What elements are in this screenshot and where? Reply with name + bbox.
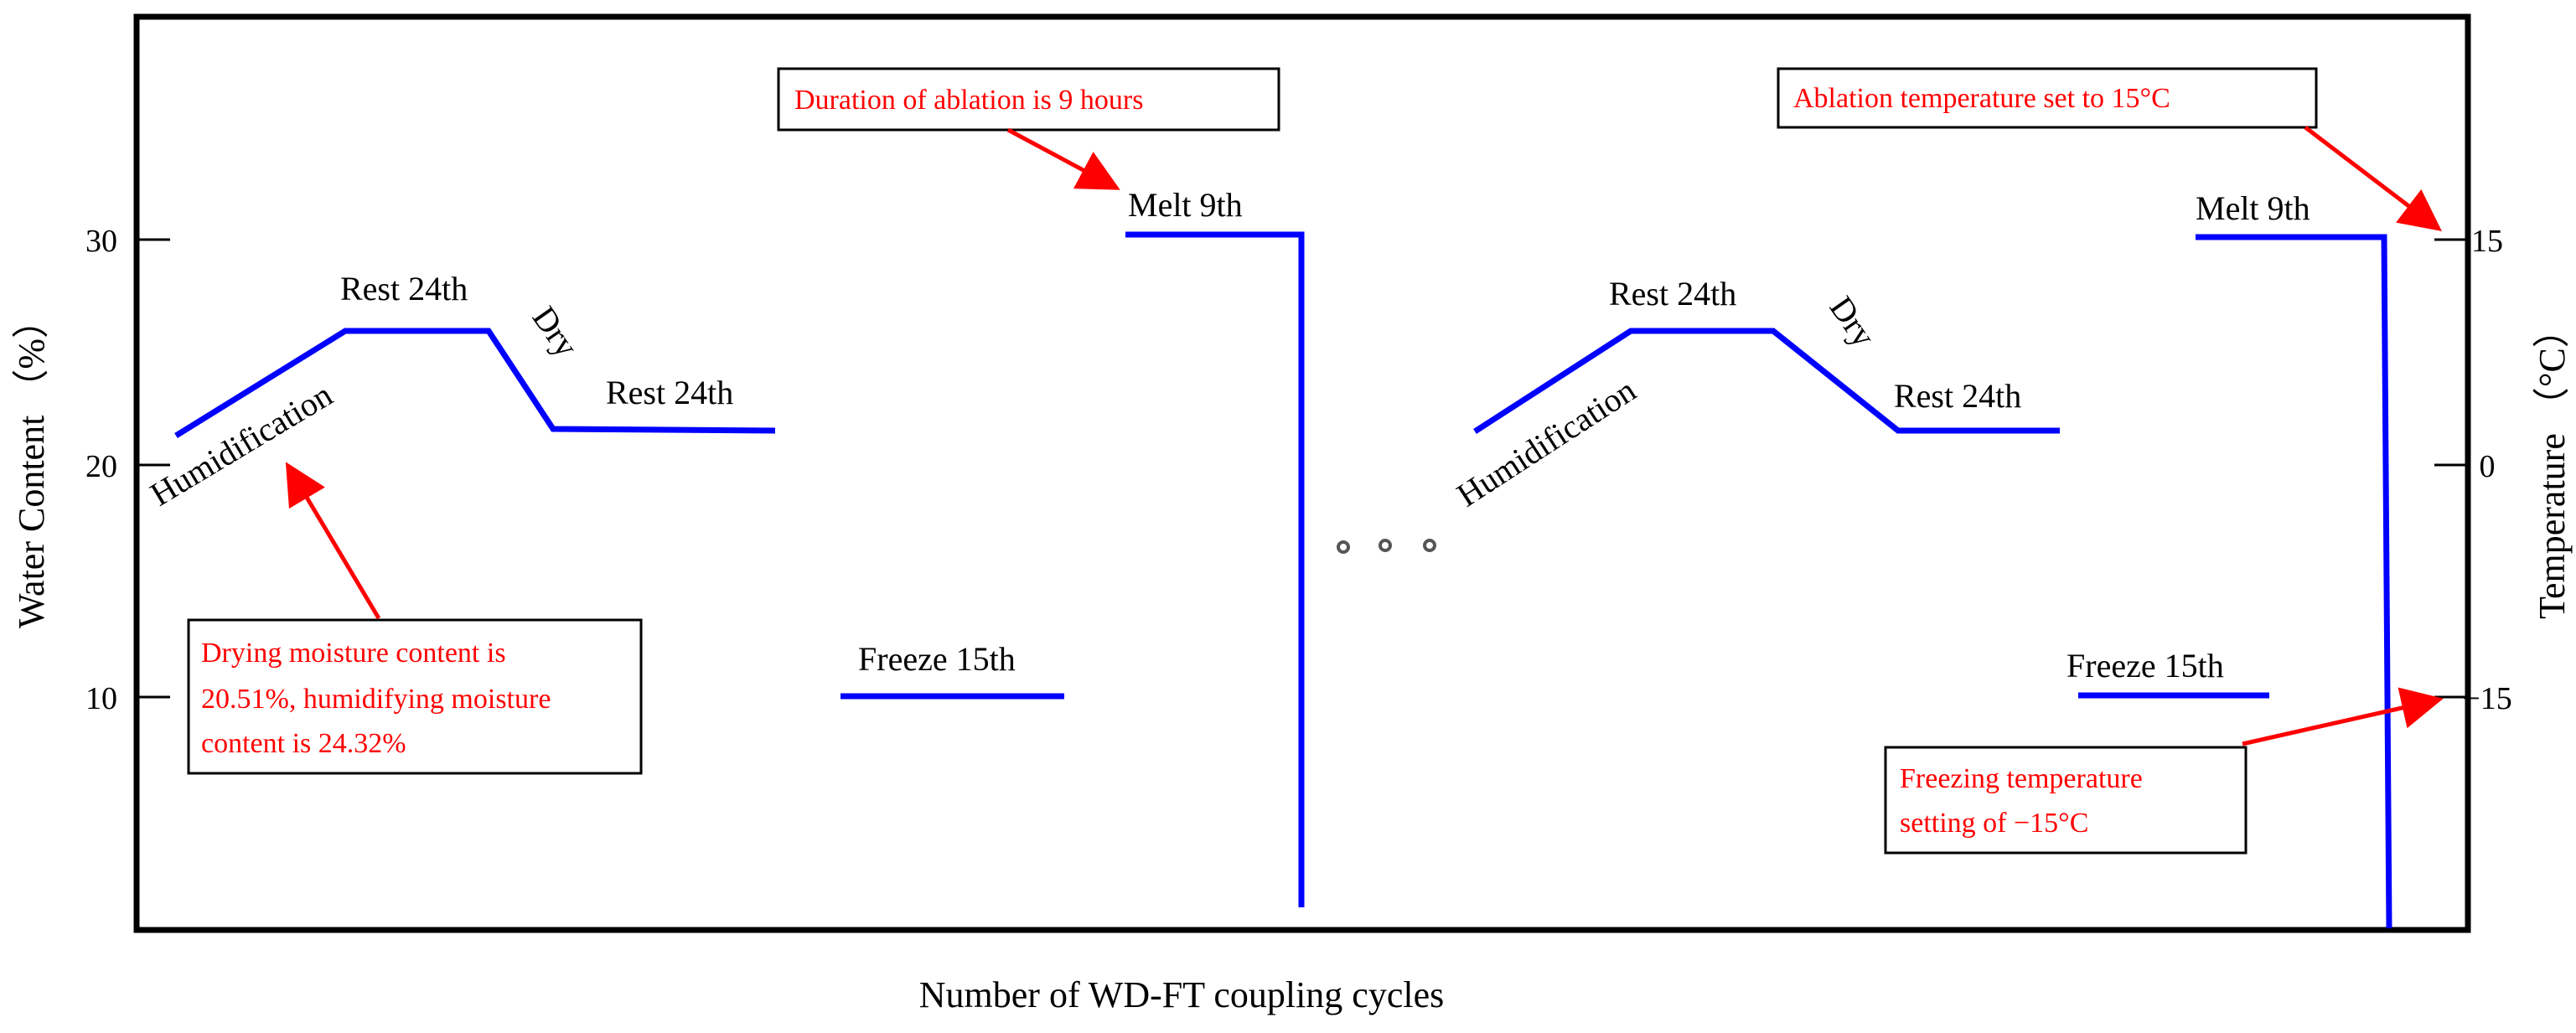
svg-text:Duration of ablation is 9 hour: Duration of ablation is 9 hours bbox=[794, 85, 1143, 116]
label-rest-bottom-1: Rest 24th bbox=[606, 374, 733, 411]
right-tick-15: 15 bbox=[2471, 224, 2503, 259]
arrow-moisture-content bbox=[285, 462, 381, 620]
ellipsis-dots bbox=[1337, 539, 1436, 554]
svg-text:Drying moisture content is: Drying moisture content is bbox=[201, 638, 506, 669]
left-tick-30: 30 bbox=[85, 224, 117, 259]
left-tick-10: 10 bbox=[85, 681, 117, 716]
arrow-freezing-temperature bbox=[2242, 687, 2444, 746]
process-lines bbox=[174, 231, 2392, 929]
label-rest-top-2: Rest 24th bbox=[1609, 275, 1736, 312]
annotation-freezing-temperature: Freezing temperature setting of −15°C bbox=[1884, 746, 2248, 855]
cycle2-melt-line bbox=[2196, 234, 2392, 929]
annotation-moisture-content: Drying moisture content is 20.51%, humid… bbox=[187, 618, 643, 775]
right-tick-0: 0 bbox=[2480, 449, 2496, 484]
left-axis: 30 20 10 bbox=[85, 224, 170, 716]
right-tick-minus15: −15 bbox=[2462, 681, 2511, 716]
label-dry-2: Dry bbox=[1823, 289, 1884, 354]
svg-text:Freezing temperature: Freezing temperature bbox=[1900, 763, 2143, 794]
label-humidification-2: Humidification bbox=[1450, 371, 1642, 514]
right-axis: 15 0 −15 bbox=[2434, 224, 2512, 716]
svg-text:Ablation temperature set to 15: Ablation temperature set to 15°C bbox=[1793, 83, 2170, 114]
left-tick-20: 20 bbox=[85, 449, 117, 484]
x-axis-title: Number of WD-FT coupling cycles bbox=[919, 974, 1444, 1015]
annotation-ablation-temperature: Ablation temperature set to 15°C bbox=[1777, 67, 2318, 129]
plot-frame bbox=[133, 13, 2471, 933]
label-freeze-1: Freeze 15th bbox=[858, 640, 1016, 678]
arrow-ablation-temperature bbox=[2304, 126, 2442, 232]
cycle1-melt-line bbox=[1125, 231, 1305, 907]
svg-text:20.51%, humidifying moisture: 20.51%, humidifying moisture bbox=[201, 684, 551, 715]
left-axis-title: Water Content （%） bbox=[11, 302, 52, 628]
label-freeze-2: Freeze 15th bbox=[2066, 647, 2224, 684]
arrow-ablation-duration bbox=[1006, 127, 1120, 190]
svg-text:content is 24.32%: content is 24.32% bbox=[201, 728, 406, 759]
label-rest-top-1: Rest 24th bbox=[340, 270, 468, 307]
label-dry-1: Dry bbox=[525, 299, 587, 364]
svg-text:setting of −15°C: setting of −15°C bbox=[1900, 808, 2088, 839]
cycle1-wet-dry-line bbox=[174, 328, 776, 438]
label-melt-1: Melt 9th bbox=[1128, 186, 1243, 224]
label-melt-2: Melt 9th bbox=[2196, 189, 2310, 227]
cycle2-wet-dry-line bbox=[1473, 328, 2060, 434]
annotation-ablation-duration: Duration of ablation is 9 hours bbox=[777, 67, 1280, 132]
right-axis-title: Temperature （°C） bbox=[2532, 311, 2573, 619]
label-rest-bottom-2: Rest 24th bbox=[1894, 377, 2021, 415]
